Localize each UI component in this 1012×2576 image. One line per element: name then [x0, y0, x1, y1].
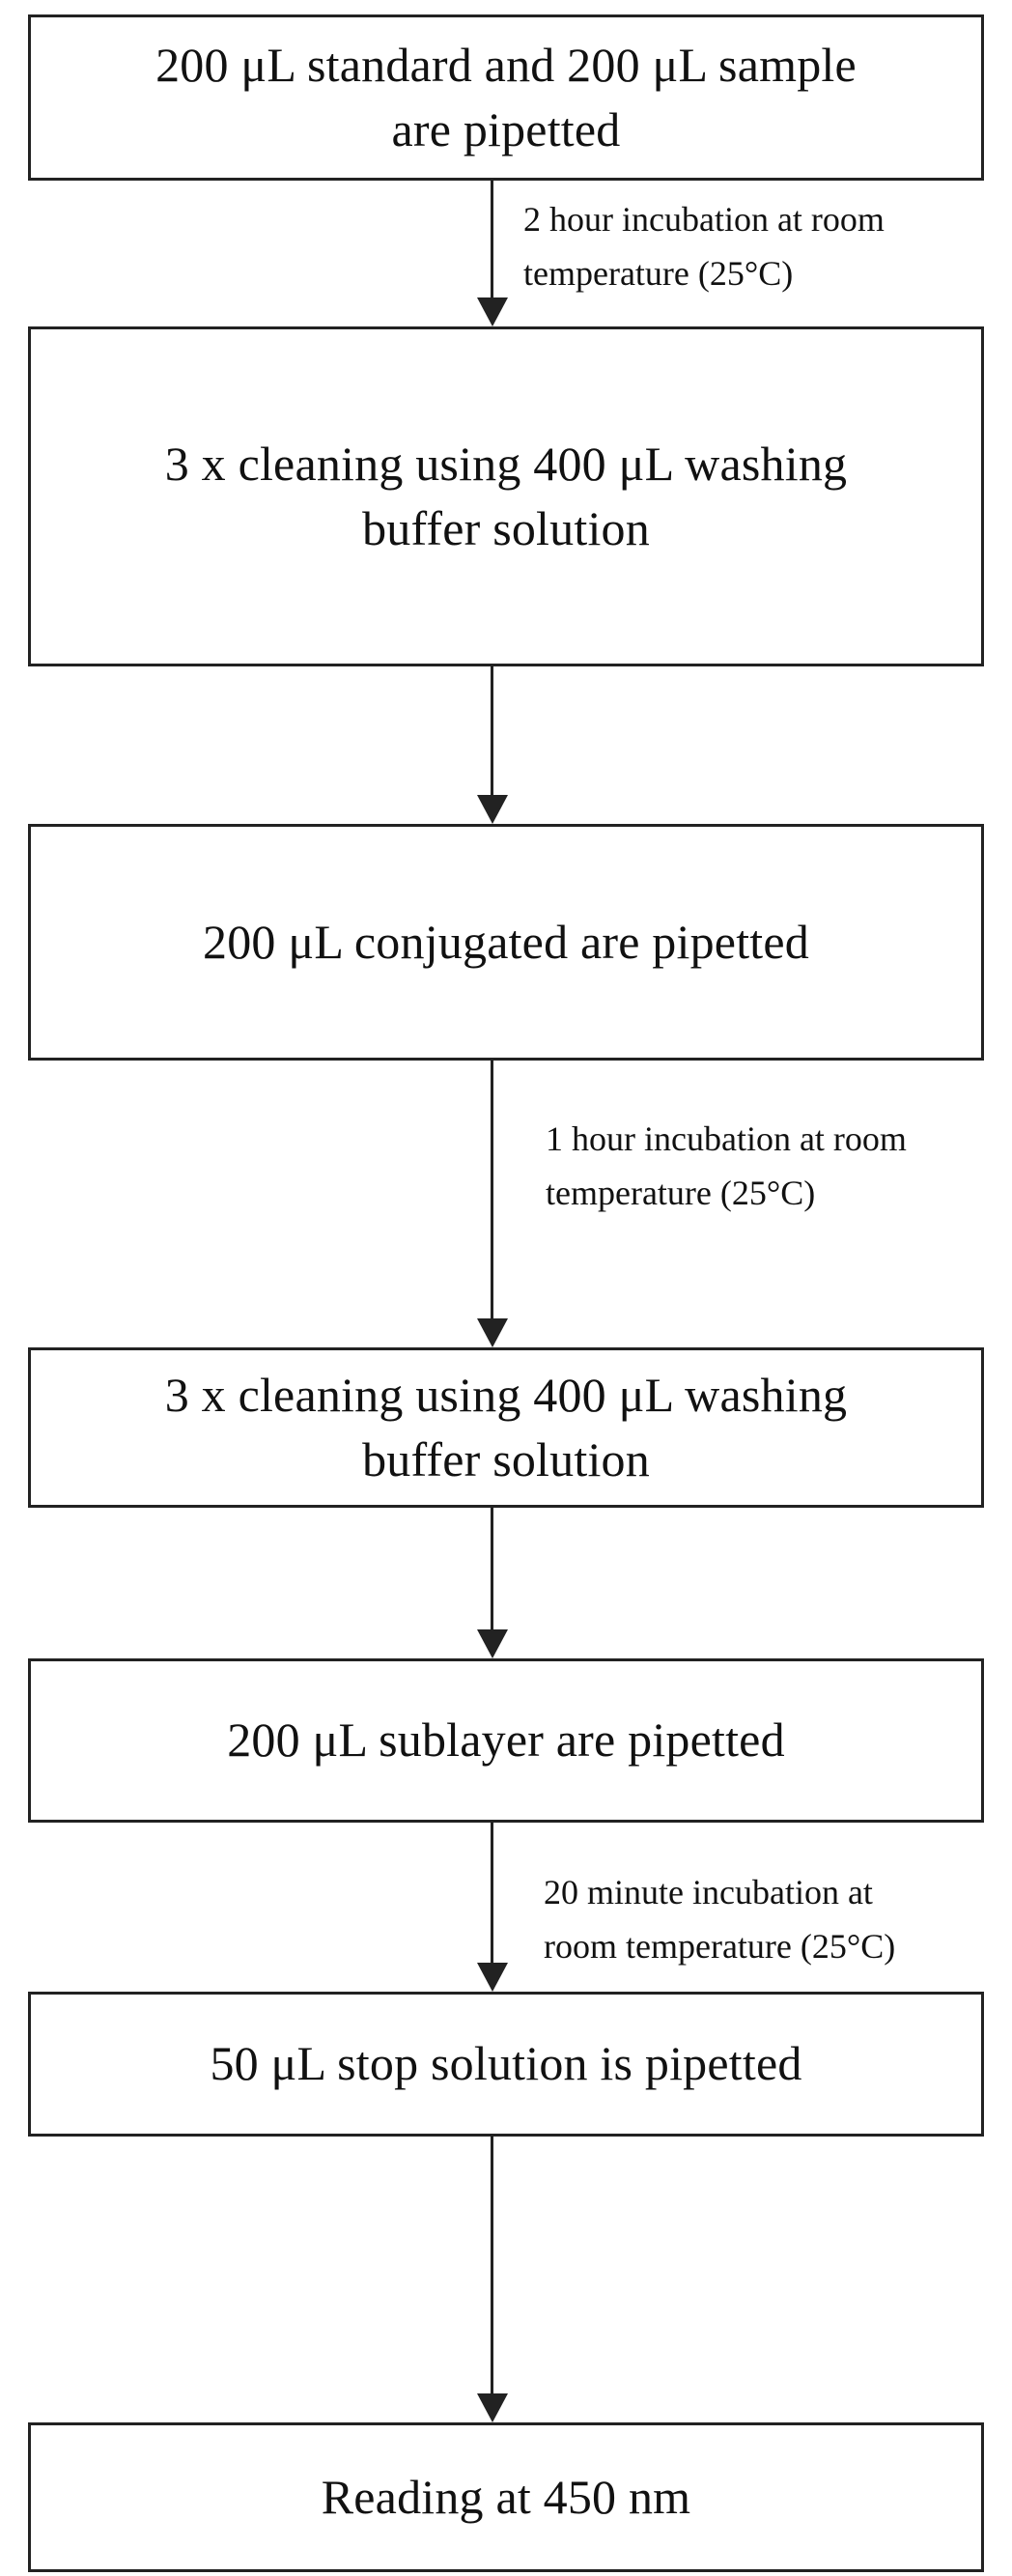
connector-line — [491, 1823, 493, 1963]
step-text-line: 3 x cleaning using 400 μL washing — [164, 436, 848, 491]
connector-line — [491, 181, 493, 297]
step-box-pipette-standard-sample: 200 μL standard and 200 μL sample are pi… — [28, 14, 984, 181]
note-line: 1 hour incubation at room — [546, 1119, 907, 1158]
note-line: 20 minute incubation at — [544, 1873, 873, 1911]
note-line: room temperature (25°C) — [544, 1926, 896, 1966]
step-text-line: 200 μL sublayer are pipetted — [227, 1713, 785, 1768]
step-text-line: buffer solution — [362, 501, 650, 555]
arrow-down-icon — [477, 1318, 508, 1347]
arrow-down-icon — [477, 1963, 508, 1992]
note-line: temperature (25°C) — [546, 1173, 816, 1212]
incubation-note: 1 hour incubation at room temperature (2… — [546, 1113, 907, 1221]
connector-line — [491, 1508, 493, 1629]
arrow-down-icon — [477, 1629, 508, 1658]
step-box-pipette-stop-solution: 50 μL stop solution is pipetted — [28, 1992, 984, 2137]
arrow-down-icon — [477, 297, 508, 326]
step-text-line: 200 μL standard and 200 μL sample — [155, 37, 857, 92]
arrow-down-icon — [477, 2393, 508, 2422]
step-text-line: 50 μL stop solution is pipetted — [210, 2036, 802, 2091]
step-box-pipette-conjugate: 200 μL conjugated are pipetted — [28, 824, 984, 1061]
step-text-line: 200 μL conjugated are pipetted — [203, 914, 809, 969]
connector-line — [491, 2137, 493, 2393]
step-text-line: Reading at 450 nm — [321, 2469, 691, 2524]
connector-line — [491, 1061, 493, 1318]
note-line: 2 hour incubation at room — [523, 200, 885, 239]
arrow-down-icon — [477, 795, 508, 824]
step-text-line: buffer solution — [362, 1432, 650, 1486]
step-box-reading: Reading at 450 nm — [28, 2422, 984, 2572]
step-box-cleaning-2: 3 x cleaning using 400 μL washing buffer… — [28, 1347, 984, 1508]
step-text-line: are pipetted — [391, 102, 621, 156]
incubation-note: 20 minute incubation at room temperature… — [544, 1866, 895, 1974]
note-line: temperature (25°C) — [523, 253, 794, 293]
incubation-note: 2 hour incubation at room temperature (2… — [523, 193, 885, 301]
connector-line — [491, 666, 493, 795]
step-box-pipette-sublayer: 200 μL sublayer are pipetted — [28, 1658, 984, 1823]
step-text-line: 3 x cleaning using 400 μL washing — [164, 1367, 848, 1422]
step-box-cleaning-1: 3 x cleaning using 400 μL washing buffer… — [28, 326, 984, 666]
